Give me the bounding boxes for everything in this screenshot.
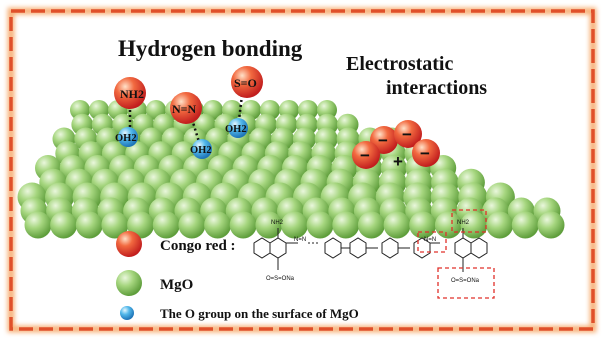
struct-nn-right: N=N <box>424 237 436 243</box>
legend-mgo-label: MgO <box>160 277 193 293</box>
so-label: S=O <box>234 76 257 90</box>
legend-congo-red-label: Congo red : <box>160 238 236 254</box>
minus-charge-1: − <box>378 131 388 150</box>
mgo-sphere <box>537 211 565 239</box>
highlight-box-nh2 <box>451 209 487 233</box>
struct-nh2-left: NH2 <box>271 220 284 226</box>
struct-so3na-left: O=S=ONa <box>266 276 295 282</box>
plus-charge: + <box>393 152 403 171</box>
legend: Congo red : MgO The O group on the surfa… <box>116 231 359 321</box>
minus-charge-3: − <box>360 146 370 165</box>
highlight-box-so3 <box>437 267 495 299</box>
mgo-sphere <box>409 211 437 239</box>
hbond-dots-nn <box>190 118 201 143</box>
mgo-sphere <box>486 211 514 239</box>
o-group-sphere-1 <box>118 127 138 147</box>
mgo-sphere <box>306 211 334 239</box>
mgo-sphere <box>127 211 155 239</box>
congo-red-sphere-so <box>231 66 263 98</box>
left-naphthalene-ring-1 <box>253 237 271 259</box>
minus-charge-2: − <box>402 125 412 144</box>
mgo-sphere <box>255 211 283 239</box>
congo-red-sphere-nn <box>170 92 202 124</box>
congo-red-sphere-nh2 <box>114 77 146 109</box>
mgo-sphere <box>152 211 180 239</box>
struct-so3na-right: O=S=ONa <box>451 278 480 284</box>
biphenyl-ring-3 <box>381 237 399 259</box>
mgo-sphere <box>101 211 129 239</box>
highlight-box-nn <box>417 231 447 253</box>
hbond-so-group: S=O OH2 <box>225 66 263 138</box>
biphenyl-ring-1 <box>324 237 342 259</box>
nh2-label: NH2 <box>120 87 144 101</box>
hbond-nn-group: N=N OH2 <box>170 92 212 159</box>
legend-o-group-label: The O group on the surface of MgO <box>160 306 359 321</box>
mgo-sphere <box>383 211 411 239</box>
biphenyl-ring-4 <box>413 237 431 259</box>
congo-red-structure <box>253 228 488 272</box>
legend-congo-red-swatch <box>116 231 142 257</box>
mgo-surface-lattice <box>17 100 565 239</box>
mgo-sphere <box>204 211 232 239</box>
nn-label: N=N <box>172 102 197 116</box>
electrostatic-title-line2: interactions <box>386 77 487 99</box>
mgo-sphere <box>281 211 308 239</box>
negative-sphere-4 <box>412 139 440 167</box>
oh-label-3: OH2 <box>225 124 247 135</box>
legend-mgo-swatch <box>116 270 142 296</box>
o-group-sphere-3 <box>228 118 248 138</box>
mgo-sphere <box>460 211 488 239</box>
biphenyl-ring-2 <box>349 237 367 259</box>
hbond-nh2-group: NH2 OH2 <box>114 77 146 147</box>
oh-label-1: OH2 <box>115 133 137 144</box>
hbond-dots-so <box>237 94 244 121</box>
mgo-sphere <box>75 211 103 239</box>
struct-nn-left: N=N <box>294 237 306 243</box>
mgo-sphere <box>511 211 539 239</box>
mgo-sphere <box>50 211 78 239</box>
minus-charge-4: − <box>420 144 430 163</box>
mgo-sphere <box>229 211 257 239</box>
mgo-sphere <box>357 211 385 239</box>
struct-nh2-right: NH2 <box>457 220 470 226</box>
right-naphthalene-ring-1 <box>454 237 472 259</box>
right-naphthalene-ring-2 <box>470 237 488 259</box>
o-group-sphere-2 <box>192 139 212 159</box>
negative-sphere-3 <box>352 141 380 169</box>
hydrogen-bonding-title: Hydrogen bonding <box>118 36 303 61</box>
electrostatic-cluster: − − − − + <box>352 120 440 171</box>
mgo-sphere <box>24 211 52 239</box>
left-naphthalene-ring-2 <box>269 237 287 259</box>
mgo-sphere <box>178 211 206 239</box>
dashed-border <box>9 9 595 331</box>
oh-label-2: OH2 <box>190 145 212 156</box>
electrostatic-title-line1: Electrostatic <box>346 53 453 75</box>
mgo-sphere <box>332 211 360 239</box>
legend-o-group-swatch <box>120 306 134 320</box>
negative-sphere-2 <box>394 120 422 148</box>
